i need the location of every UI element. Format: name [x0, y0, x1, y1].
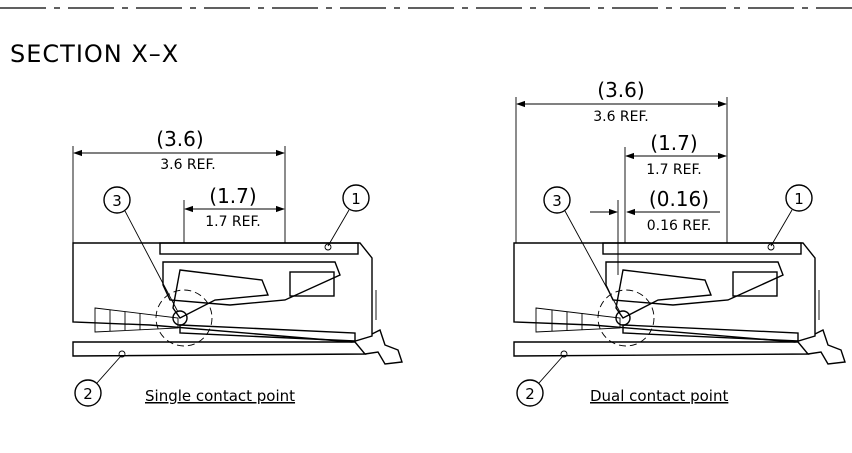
retention-hook — [807, 329, 846, 365]
balloon-3 — [103, 186, 131, 214]
lower-beam — [179, 324, 356, 342]
leader-dot — [324, 243, 332, 251]
housing-body — [513, 242, 816, 343]
contact-cavity — [605, 261, 784, 306]
leader-dot — [767, 243, 775, 251]
bottom-plate — [72, 341, 367, 357]
dim-paren: (1.7) — [209, 184, 256, 208]
balloon-1 — [785, 184, 813, 212]
contact-point — [172, 310, 188, 326]
housing-body — [72, 242, 373, 343]
balloon-label: 1 — [794, 190, 804, 208]
entry-slot — [535, 307, 621, 333]
balloon-label: 2 — [525, 385, 535, 403]
caption-dual-contact: Dual contact point — [590, 387, 728, 405]
leader-dot — [118, 350, 126, 358]
balloon-label: 3 — [552, 192, 562, 210]
latch-block — [289, 271, 335, 297]
caption-single-contact: Single contact point — [145, 387, 295, 405]
latch-block — [732, 271, 778, 297]
dim-ref: 3.6 REF. — [160, 157, 216, 173]
balloon-label: 3 — [112, 192, 122, 210]
top-plate — [159, 242, 359, 255]
section-title: SECTION X–X — [10, 40, 179, 68]
detail-circle — [155, 289, 213, 347]
dim-ref: 1.7 REF. — [205, 214, 261, 230]
balloon-label: 1 — [351, 190, 361, 208]
view-dual-contact: (3.6) 3.6 REF. (1.7) 1.7 REF. (0.16) 0.1… — [513, 78, 846, 407]
dim-paren: (3.6) — [597, 78, 644, 102]
entry-slot — [94, 307, 179, 333]
spring-contact — [615, 269, 712, 319]
leader-line — [564, 210, 621, 313]
dim-ref: 1.7 REF. — [646, 162, 702, 178]
detail-circle — [597, 289, 655, 347]
spring-contact — [172, 269, 269, 319]
bottom-plate — [513, 341, 810, 357]
dim-ref: 3.6 REF. — [593, 109, 649, 125]
leader-line — [96, 355, 122, 384]
leader-dot — [560, 350, 568, 358]
retention-hook — [364, 329, 403, 365]
dim-paren: (3.6) — [156, 127, 203, 151]
balloon-3 — [543, 186, 571, 214]
leader-line — [770, 209, 793, 247]
contact-point — [615, 310, 631, 326]
leader-line — [538, 355, 564, 384]
view-single-contact: (3.6) 3.6 REF. (1.7) 1.7 REF. 3 1 2 Sing… — [72, 127, 403, 407]
contact-cavity — [162, 261, 341, 306]
leader-line — [124, 210, 179, 313]
top-plate — [602, 242, 802, 255]
balloon-1 — [342, 184, 370, 212]
balloon-label: 2 — [83, 385, 93, 403]
lower-beam — [622, 324, 799, 342]
balloon-2 — [516, 379, 544, 407]
dim-paren: (0.16) — [649, 187, 709, 211]
dim-paren: (1.7) — [650, 131, 697, 155]
leader-line — [327, 209, 350, 247]
balloon-2 — [74, 379, 102, 407]
dim-ref: 0.16 REF. — [647, 218, 711, 234]
